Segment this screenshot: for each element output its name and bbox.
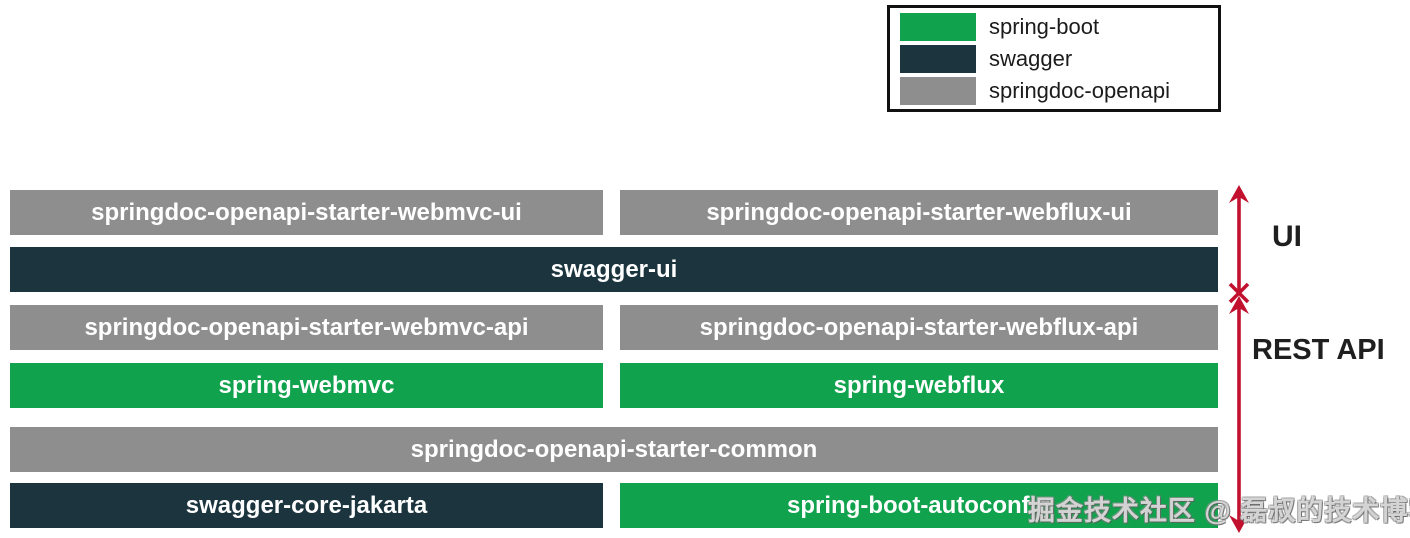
legend: spring-boot swagger springdoc-openapi	[887, 5, 1221, 112]
rest-api-section-label: REST API	[1252, 334, 1385, 366]
legend-label-swagger: swagger	[989, 45, 1073, 71]
bar-springdoc-openapi-starter-webflux-api: springdoc-openapi-starter-webflux-api	[620, 305, 1218, 350]
legend-swatch-spring-boot	[900, 12, 976, 41]
ui-section-label: UI	[1272, 220, 1302, 253]
legend-swatch-swagger	[900, 44, 976, 73]
bar-springdoc-openapi-starter-common: springdoc-openapi-starter-common	[10, 427, 1218, 472]
legend-label-springdoc-openapi: springdoc-openapi	[989, 77, 1171, 103]
watermark-text: 掘金技术社区 @ 磊叔的技术博客	[1028, 496, 1410, 526]
bar-swagger-ui: swagger-ui	[10, 247, 1218, 292]
bar-spring-webflux: spring-webflux	[620, 363, 1218, 408]
bar-springdoc-openapi-starter-webmvc-ui: springdoc-openapi-starter-webmvc-ui	[10, 190, 603, 235]
legend-swatch-springdoc-openapi	[900, 76, 976, 105]
bar-spring-webmvc: spring-webmvc	[10, 363, 603, 408]
range-arrows	[1228, 185, 1250, 533]
ui-range-arrow	[1228, 185, 1250, 304]
legend-label-spring-boot: spring-boot	[989, 13, 1100, 39]
legend-item-spring-boot: spring-boot	[900, 12, 1208, 41]
bar-springdoc-openapi-starter-webmvc-api: springdoc-openapi-starter-webmvc-api	[10, 305, 603, 350]
legend-item-springdoc-openapi: springdoc-openapi	[900, 76, 1208, 105]
legend-item-swagger: swagger	[900, 44, 1208, 73]
rest-api-range-arrow	[1229, 296, 1249, 533]
bar-springdoc-openapi-starter-webflux-ui: springdoc-openapi-starter-webflux-ui	[620, 190, 1218, 235]
bar-swagger-core-jakarta: swagger-core-jakarta	[10, 483, 603, 528]
bar-spring-boot-autoconfig: spring-boot-autoconfig	[620, 483, 1218, 528]
